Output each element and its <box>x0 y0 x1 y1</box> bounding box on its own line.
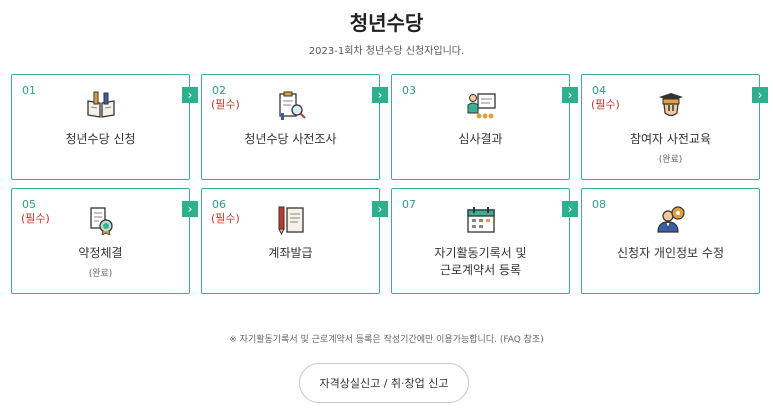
step-number: 06 <box>212 198 226 211</box>
step-number: 04 <box>592 84 606 97</box>
step-number: 08 <box>592 198 606 211</box>
step-number: 07 <box>402 198 416 211</box>
step-number: 03 <box>402 84 416 97</box>
required-tag: (필수) <box>21 212 50 225</box>
required-tag: (필수) <box>211 98 240 111</box>
step-status: (완료) <box>88 269 113 279</box>
education-icon <box>658 93 683 117</box>
document-seal-icon <box>89 207 113 235</box>
step-card-04[interactable]: 04 (필수) › 참여자 사전교육 (완료) <box>581 74 768 180</box>
book-pen-icon <box>86 91 115 118</box>
step-card-07[interactable]: 07 › 자기활동기록서 및 근로계약서 등록 <box>391 188 578 294</box>
notice-text: ※ 자기활동기록서 및 근로계약서 등록은 작성기간에만 이용가능합니다. (F… <box>229 335 544 345</box>
step-label: 청년수당 신청 <box>65 132 136 146</box>
arrow-right-icon[interactable]: › <box>562 201 578 217</box>
pen-document-icon <box>277 206 304 235</box>
step-label: 신청자 개인정보 수정 <box>617 246 724 260</box>
arrow-right-icon[interactable]: › <box>562 87 578 103</box>
disqualification-report-button[interactable]: 자격상실신고 / 취·창업 신고 <box>299 363 469 403</box>
arrow-right-icon[interactable]: › <box>182 201 198 217</box>
step-card-05[interactable]: 05 (필수) › 약정체결 (완료) <box>11 188 198 294</box>
arrow-right-icon[interactable]: › <box>182 87 198 103</box>
arrow-right-icon[interactable]: › <box>372 201 388 217</box>
step-number: 05 <box>22 198 36 211</box>
step-card-01[interactable]: 01 › 청년수당 신청 <box>11 74 198 180</box>
step-label: 자기활동기록서 및 근로계약서 등록 <box>434 246 527 277</box>
page-subtitle: 2023-1회차 청년수당 신청자입니다. <box>308 46 465 57</box>
step-label: 심사결과 <box>458 132 503 146</box>
step-label: 참여자 사전교육 <box>629 132 712 146</box>
required-tag: (필수) <box>211 212 240 225</box>
step-number: 01 <box>22 84 36 97</box>
step-card-08[interactable]: 08 신청자 개인정보 수정 <box>581 188 760 294</box>
step-card-02[interactable]: 02 (필수) › 청년수당 사전조사 <box>201 74 388 180</box>
step-label: 계좌발급 <box>268 246 313 260</box>
step-card-06[interactable]: 06 (필수) › 계좌발급 <box>201 188 388 294</box>
page-title: 청년수당 <box>349 11 424 35</box>
arrow-right-icon[interactable]: › <box>372 87 388 103</box>
step-card-grid: 01 › 청년수당 신청 02 (필수) › 청년수당 사전조사 <box>11 74 768 294</box>
step-card-03[interactable]: 03 › 심사결과 <box>391 74 578 180</box>
step-label: 약정체결 <box>78 246 123 260</box>
arrow-right-icon[interactable]: › <box>752 87 768 103</box>
step-label: 청년수당 사전조사 <box>244 132 337 146</box>
step-number: 02 <box>212 84 226 97</box>
presenter-board-icon <box>467 93 496 119</box>
required-tag: (필수) <box>591 98 620 111</box>
user-settings-icon <box>656 206 685 233</box>
calendar-icon <box>466 207 495 233</box>
clipboard-search-icon <box>278 91 306 120</box>
step-status: (완료) <box>658 155 683 165</box>
